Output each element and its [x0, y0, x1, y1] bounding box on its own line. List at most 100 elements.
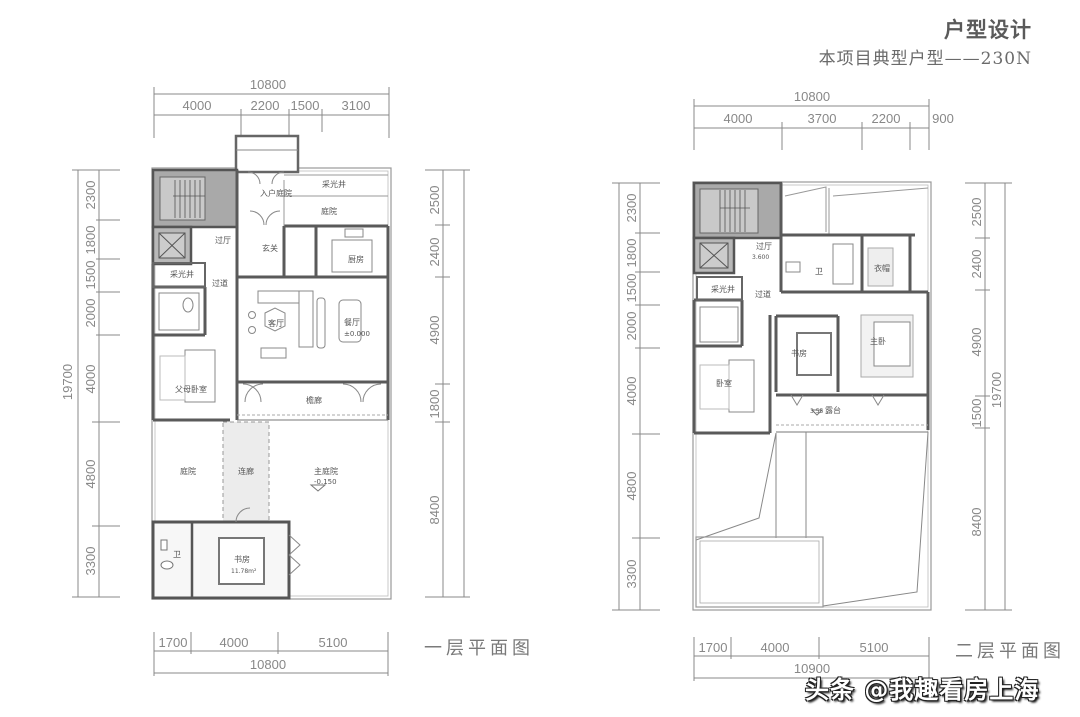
floor1-right-seg-3: 4900	[427, 316, 442, 345]
floor1-bottom-seg-1: 1700	[159, 635, 188, 650]
floor1-left-seg-4: 2000	[83, 299, 98, 328]
floor2-label: 二层平面图	[955, 641, 1065, 662]
floor2-left-seg-6: 4800	[624, 472, 639, 501]
floor1-left-seg-6: 4800	[83, 460, 98, 489]
floor1-bathroom	[158, 292, 200, 331]
f1-label-courtyard-top: 庭院	[321, 206, 337, 216]
floor1-right-seg-5: 8400	[427, 496, 442, 525]
f2-label-hall: 过厅	[756, 241, 772, 251]
floor1-plan: 10800 4000 2200 1500 3100 2300 1800 1500…	[60, 77, 470, 600]
f2-label-corridor: 过道	[755, 289, 771, 299]
floor2-light-well	[696, 276, 743, 301]
floor2-left-seg-2: 1800	[624, 239, 639, 268]
f1-label-light-well-left: 采光井	[170, 269, 194, 279]
floor1-left-seg-1: 2300	[83, 181, 98, 210]
floor1-entry-porch	[234, 134, 300, 174]
floor1-top-dimensions	[153, 87, 390, 138]
floor2-right-seg-5: 8400	[969, 508, 984, 537]
floor2-bottom-dimensions	[693, 637, 930, 681]
floor1-left-seg-3: 1500	[83, 261, 98, 290]
floor2-top-seg-1: 4000	[724, 111, 753, 126]
floor1-bottom-total: 10800	[250, 657, 286, 672]
floor2-right-dimensions	[965, 182, 1012, 611]
f1-label-main-courtyard: 主庭院	[314, 466, 338, 476]
floor2-top-seg-3: 2200	[872, 111, 901, 126]
floor1-left-seg-7: 3300	[83, 547, 98, 576]
floor1-right-dimensions	[425, 169, 470, 598]
floor2-left-seg-1: 2300	[624, 194, 639, 223]
floor1-left-dimensions	[72, 169, 120, 598]
floor2-lower-box	[695, 536, 824, 608]
floor2-top-seg-4: 900	[932, 111, 954, 126]
f1-label-main-courtyard-elev: -0.150	[314, 478, 337, 486]
floor1-left-seg-2: 1800	[83, 226, 98, 255]
floor2-left-seg-4: 2000	[624, 312, 639, 341]
watermark: 头条 @我趣看房上海	[805, 676, 1040, 704]
floor2-plan: 10800 4000 3700 2200 900 2300 1800 1500 …	[612, 89, 1012, 611]
f2-label-terrace: 露台	[825, 405, 841, 415]
floor2-right-seg-2: 2400	[969, 250, 984, 279]
f1-label-veranda: 檐廊	[306, 395, 322, 405]
f2-label-wc: 卫	[815, 267, 823, 276]
page-title: 户型设计	[944, 17, 1032, 42]
floor1-right-seg-1: 2500	[427, 186, 442, 215]
floor1-living-furniture	[248, 290, 362, 359]
floor2-left-seg-3: 1500	[624, 274, 639, 303]
floor2-roof-lines	[695, 431, 929, 607]
floor1-covered-walk	[222, 421, 270, 523]
f1-label-courtyard-left: 庭院	[180, 466, 196, 476]
f1-label-entry-court: 入户庭院	[260, 188, 292, 198]
f1-label-foyer: 玄关	[262, 243, 278, 253]
floor2-top-total: 10800	[794, 89, 830, 104]
floor2-left-seg-7: 3300	[624, 560, 639, 589]
floor1-kitchen-island	[331, 239, 373, 273]
floor2-bottom-seg-2: 4000	[761, 640, 790, 655]
f1-label-parents-bedroom: 父母卧室	[175, 384, 207, 394]
f1-label-study-area: 11.78m²	[231, 568, 257, 575]
floor1-walls	[151, 170, 390, 422]
f1-label-hall: 过厅	[215, 235, 231, 245]
floor1-right-seg-4: 1800	[427, 390, 442, 419]
floor2-bed	[728, 359, 755, 413]
floor1-bottom-dimensions	[153, 632, 389, 676]
floor2-closet	[867, 247, 894, 287]
f2-label-light-well: 采光井	[711, 284, 735, 294]
floor2-bottom-seg-3: 5100	[860, 640, 889, 655]
floor2-right-total: 19700	[989, 372, 1004, 408]
f2-label-hall-elev: 3.600	[752, 254, 769, 261]
floor2-left-seg-5: 4000	[624, 377, 639, 406]
floor1-study-desk	[218, 537, 265, 585]
floor2-walls	[692, 183, 930, 435]
floor2-bottom-total: 10900	[794, 661, 830, 676]
f1-label-living: 客厅	[268, 318, 284, 328]
floor2-study-desk	[796, 332, 832, 376]
floor1-top-seg-1: 4000	[183, 98, 212, 113]
f1-label-dining-elev: ±0.000	[344, 330, 370, 338]
floor2-right-seg-4: 1500	[969, 399, 984, 428]
floor2-right-seg-1: 2500	[969, 198, 984, 227]
floor1-left-total: 19700	[60, 364, 75, 400]
f1-label-kitchen: 厨房	[348, 254, 364, 264]
floor2-room-labels: 过厅 3.600 卫 衣帽 采光井 过道 书房 主卧 卧室 露台 3.55	[711, 241, 890, 415]
floor1-room-labels: 入户庭院 采光井 庭院 过厅 玄关 厨房 采光井 过道 客厅 餐厅 ±0.000…	[170, 179, 370, 575]
floor1-top-seg-2: 2200	[251, 98, 280, 113]
f1-label-light-well: 采光井	[322, 179, 346, 189]
floor1-bottom-seg-2: 4000	[220, 635, 249, 650]
floor1-label: 一层平面图	[424, 638, 534, 659]
floor1-bed	[184, 349, 216, 403]
floor1-left-seg-5: 4000	[83, 365, 98, 394]
floor2-top-seg-2: 3700	[808, 111, 837, 126]
floor1-top-total: 10800	[250, 77, 286, 92]
floor2-top-dimensions	[693, 99, 930, 150]
page-subtitle: 本项目典型户型——230N	[818, 49, 1032, 69]
f2-label-bedroom: 卧室	[716, 378, 732, 388]
f2-label-terrace-elev: 3.55	[810, 408, 824, 415]
floor2-bottom-seg-1: 1700	[699, 640, 728, 655]
f1-label-covered-walk: 连廊	[238, 466, 254, 476]
f1-label-corridor: 过道	[212, 278, 228, 288]
f1-label-wc: 卫	[173, 550, 181, 559]
f1-label-dining: 餐厅	[344, 318, 360, 327]
f1-label-study: 书房	[234, 554, 250, 564]
floor1-top-seg-4: 3100	[342, 98, 371, 113]
